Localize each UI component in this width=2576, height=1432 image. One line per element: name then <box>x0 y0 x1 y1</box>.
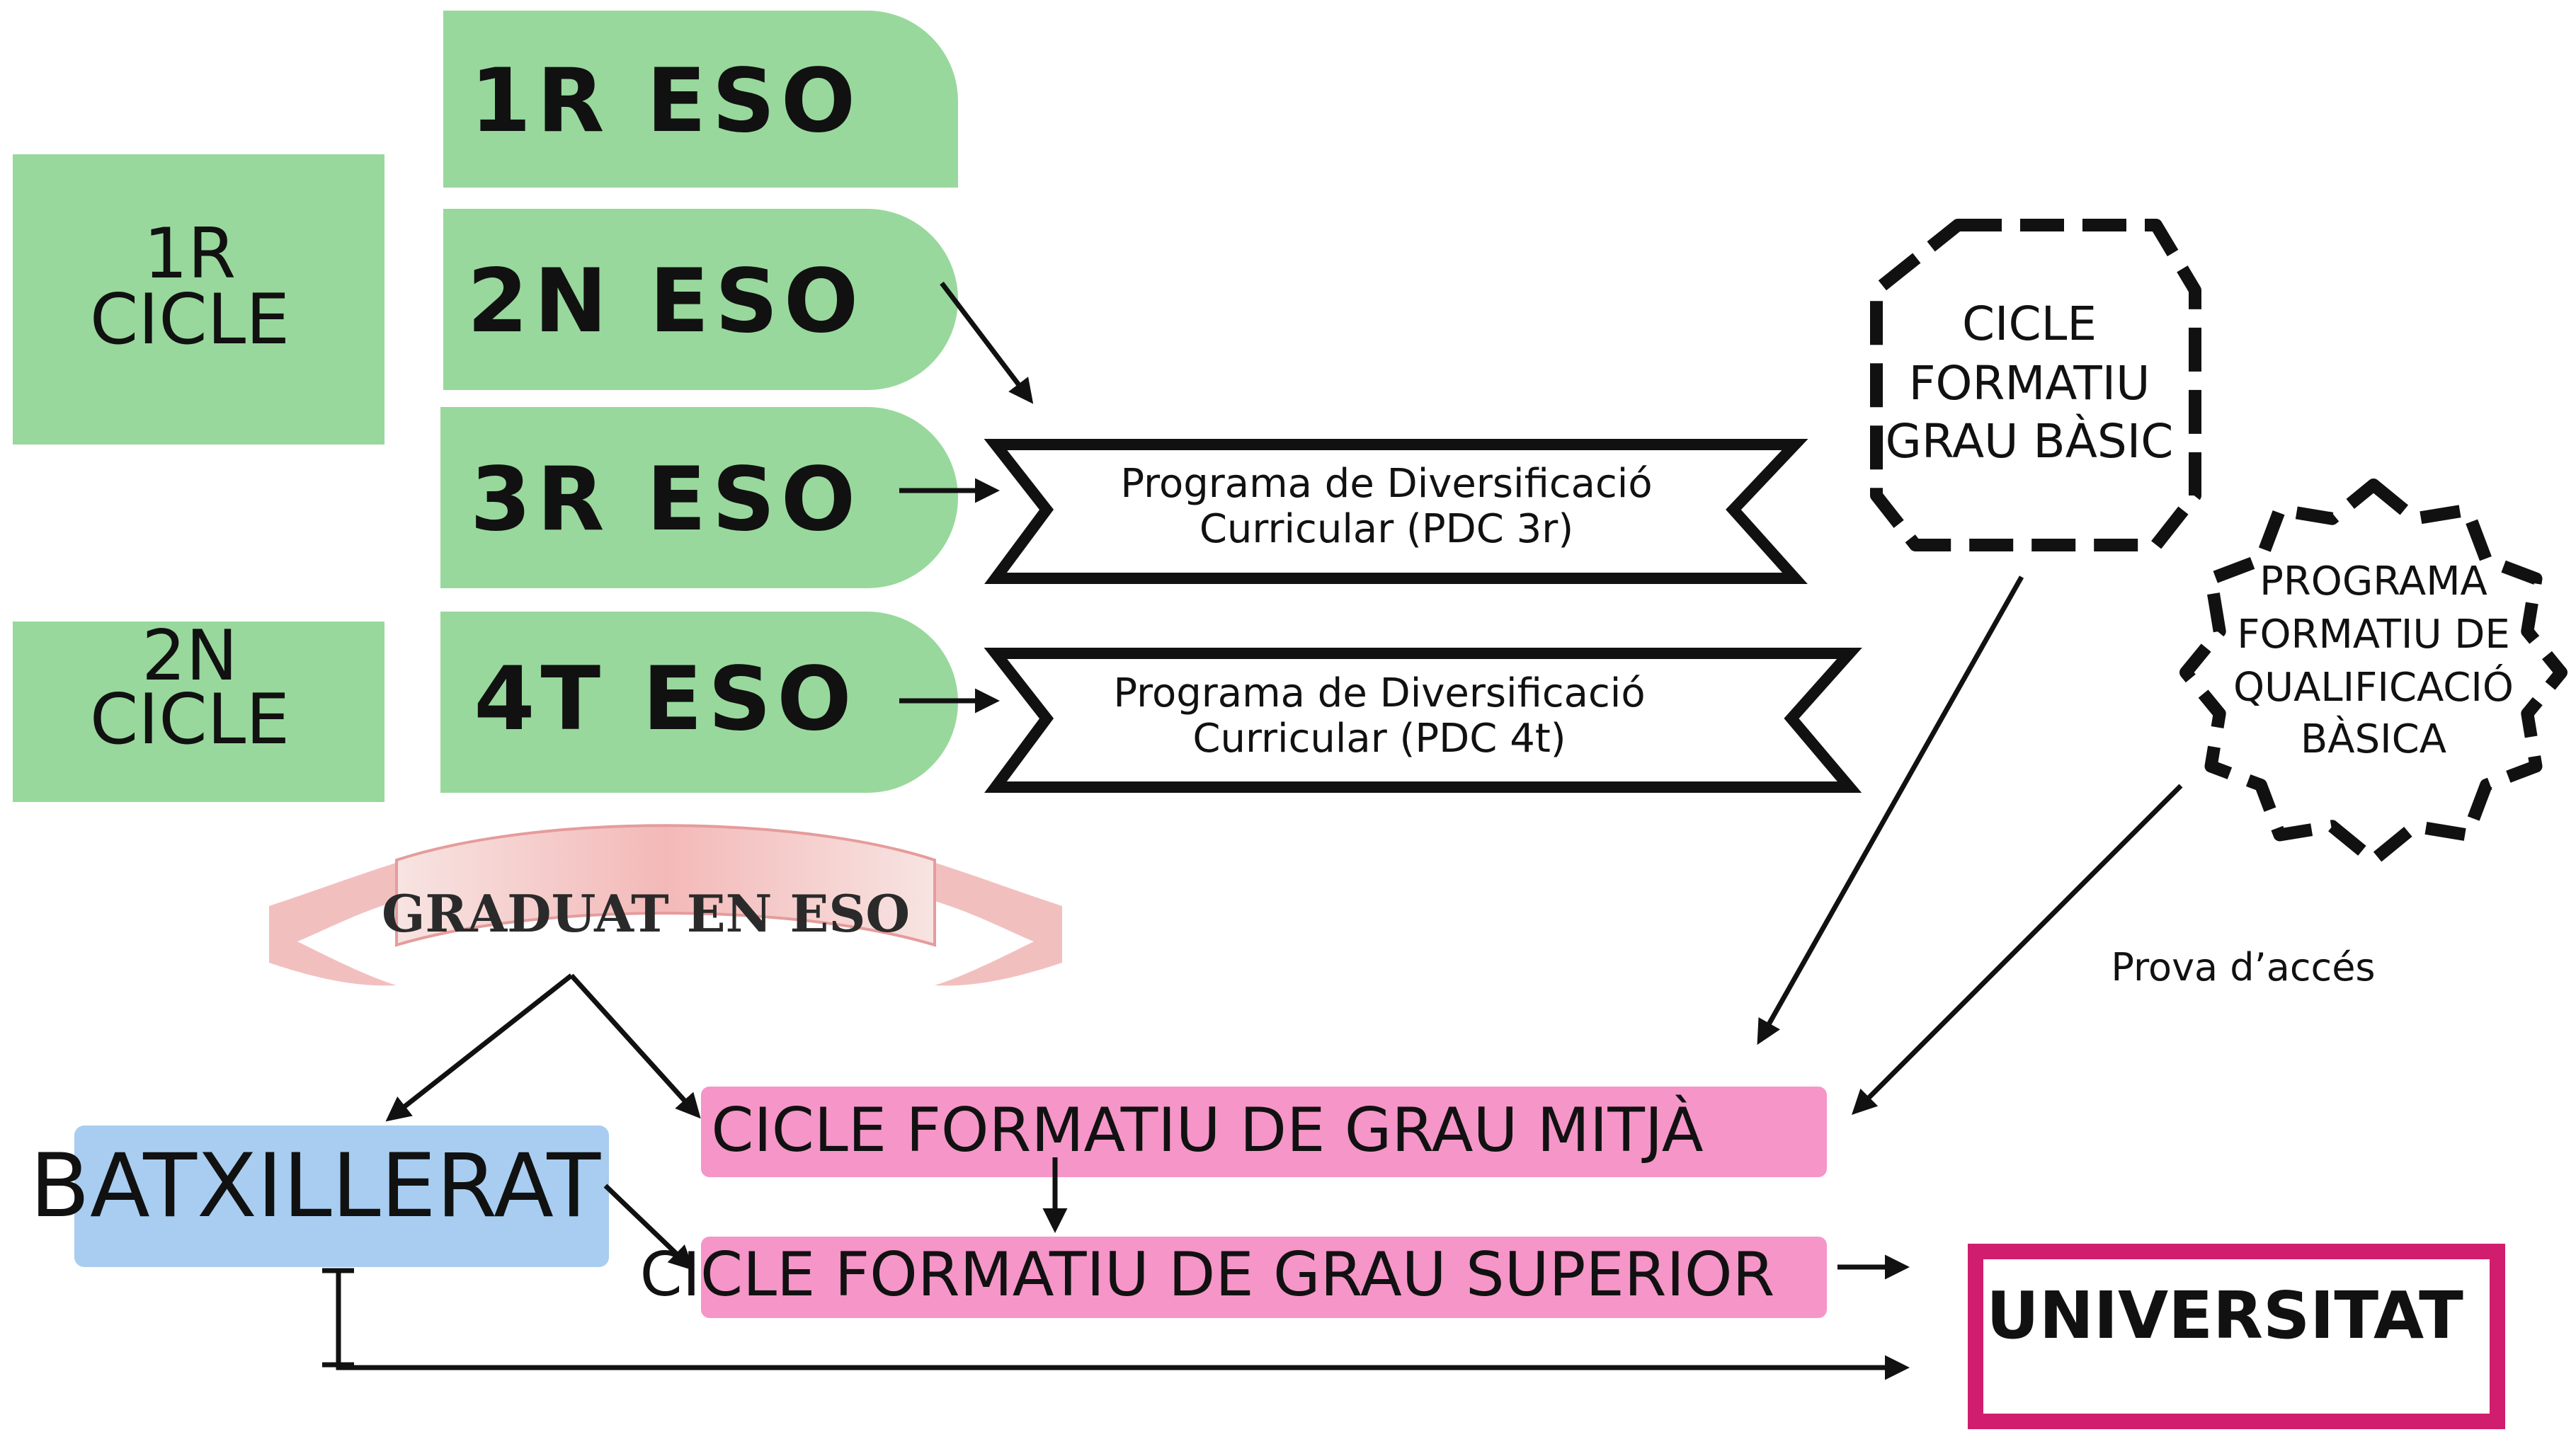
pfqb-line2: FORMATIU DE <box>2237 612 2510 658</box>
universitat-label: UNIVERSITAT <box>1986 1278 2463 1353</box>
batxillerat-label: BATXILLERAT <box>30 1135 601 1237</box>
grau-mitja-box: CICLE FORMATIU DE GRAU MITJÀ <box>701 1087 1827 1177</box>
pfqb-line4: BÀSICA <box>2301 716 2446 762</box>
pfqb-line1: PROGRAMA <box>2259 559 2487 605</box>
graduat-ribbon: GRADUAT EN ESO <box>269 824 1062 986</box>
prova-acces-label: Prova d’accés <box>2111 945 2375 990</box>
eso-4-label: 4T ESO <box>474 648 857 750</box>
grau-basic-line2: FORMATIU <box>1909 356 2150 411</box>
eso-4-tab: 4T ESO <box>440 612 958 793</box>
eso-3-tab: 3R ESO <box>440 407 958 588</box>
pdc-4-line1: Programa de Diversificació <box>1113 670 1645 716</box>
arrow-graduat-to-grau-mitja <box>569 973 701 1119</box>
arrow-batxillerat-to-universitat <box>336 1271 1910 1380</box>
cicle-2-box: 2N CICLE <box>13 616 384 802</box>
grau-mitja-label: CICLE FORMATIU DE GRAU MITJÀ <box>711 1094 1703 1166</box>
pdc-3-line2: Curricular (PDC 3r) <box>1199 506 1573 552</box>
arrows <box>322 281 2183 1380</box>
eso-2-tab: 2N ESO <box>443 209 958 390</box>
cicle-2-line1: 2N <box>142 616 238 697</box>
batxillerat-box: BATXILLERAT <box>30 1125 609 1267</box>
cicle-1-line1: 1R <box>144 214 236 294</box>
arrow-2eso-to-pdc3 <box>940 281 1034 404</box>
arrow-graduat-to-batxillerat <box>385 973 574 1122</box>
universitat-box: UNIVERSITAT <box>1968 1244 2505 1429</box>
pdc-4-line2: Curricular (PDC 4t) <box>1192 716 1566 762</box>
grau-basic-line1: CICLE <box>1962 297 2097 351</box>
grau-superior-label: CICLE FORMATIU DE GRAU SUPERIOR <box>640 1239 1775 1310</box>
arrow-batxillerat-to-grau-superior <box>603 1184 695 1271</box>
eso-3-label: 3R ESO <box>470 449 861 551</box>
arrow-grau-basic-to-grau-mitja <box>1757 575 2024 1046</box>
eso-2-label: 2N ESO <box>467 251 865 353</box>
pfqb-line3: QUALIFICACIÓ <box>2233 665 2514 711</box>
pdc-3-banner: Programa de Diversificació Curricular (P… <box>984 439 1808 584</box>
arrow-pfqb-to-grau-mitja <box>1852 784 2183 1115</box>
grau-superior-box: CICLE FORMATIU DE GRAU SUPERIOR <box>640 1237 1827 1318</box>
cicle-1-box: 1R CICLE <box>13 154 384 445</box>
cicle-1-line2: CICLE <box>90 280 290 360</box>
grau-basic-octagon: CICLE FORMATIU GRAU BÀSIC <box>1870 219 2201 551</box>
eso-1-label: 1R ESO <box>470 50 861 152</box>
pfqb-star: PROGRAMA FORMATIU DE QUALIFICACIÓ BÀSICA <box>2179 479 2568 866</box>
pdc-4-banner: Programa de Diversificació Curricular (P… <box>984 648 1862 793</box>
grau-basic-line3: GRAU BÀSIC <box>1886 414 2174 469</box>
graduat-label: GRADUAT EN ESO <box>382 883 910 944</box>
eso-1-tab: 1R ESO <box>443 11 958 188</box>
cicle-2-line2: CICLE <box>90 680 290 760</box>
pdc-3-line1: Programa de Diversificació <box>1120 461 1652 507</box>
